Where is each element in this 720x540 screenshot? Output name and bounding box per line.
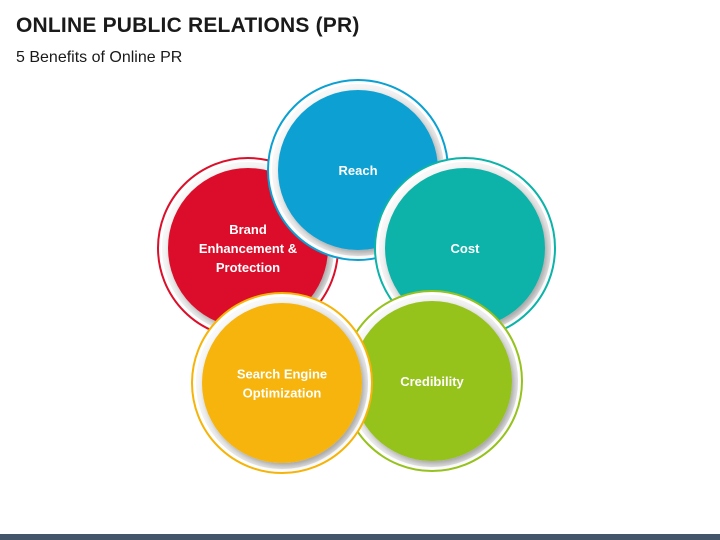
slide-subtitle: 5 Benefits of Online PR xyxy=(16,49,183,66)
benefit-credibility: Credibility xyxy=(341,290,523,472)
benefit-brand-label-line: Enhancement & xyxy=(199,241,297,256)
benefit-seo-label-line: Search Engine xyxy=(237,367,327,382)
benefit-cost-circle xyxy=(385,168,545,328)
benefit-credibility-circle xyxy=(352,301,512,461)
benefit-seo-label-line: Optimization xyxy=(243,386,322,401)
slide-title: ONLINE PUBLIC RELATIONS (PR) xyxy=(16,14,360,37)
benefit-credibility-label-line: Credibility xyxy=(400,374,464,389)
benefit-reach-label-line: Reach xyxy=(338,163,377,178)
benefit-seo-circle xyxy=(202,303,362,463)
benefit-brand-label-line: Brand xyxy=(229,222,267,237)
benefit-cost-label-line: Cost xyxy=(451,241,481,256)
footer-bar xyxy=(0,534,720,540)
benefit-brand-label-line: Protection xyxy=(216,260,280,275)
